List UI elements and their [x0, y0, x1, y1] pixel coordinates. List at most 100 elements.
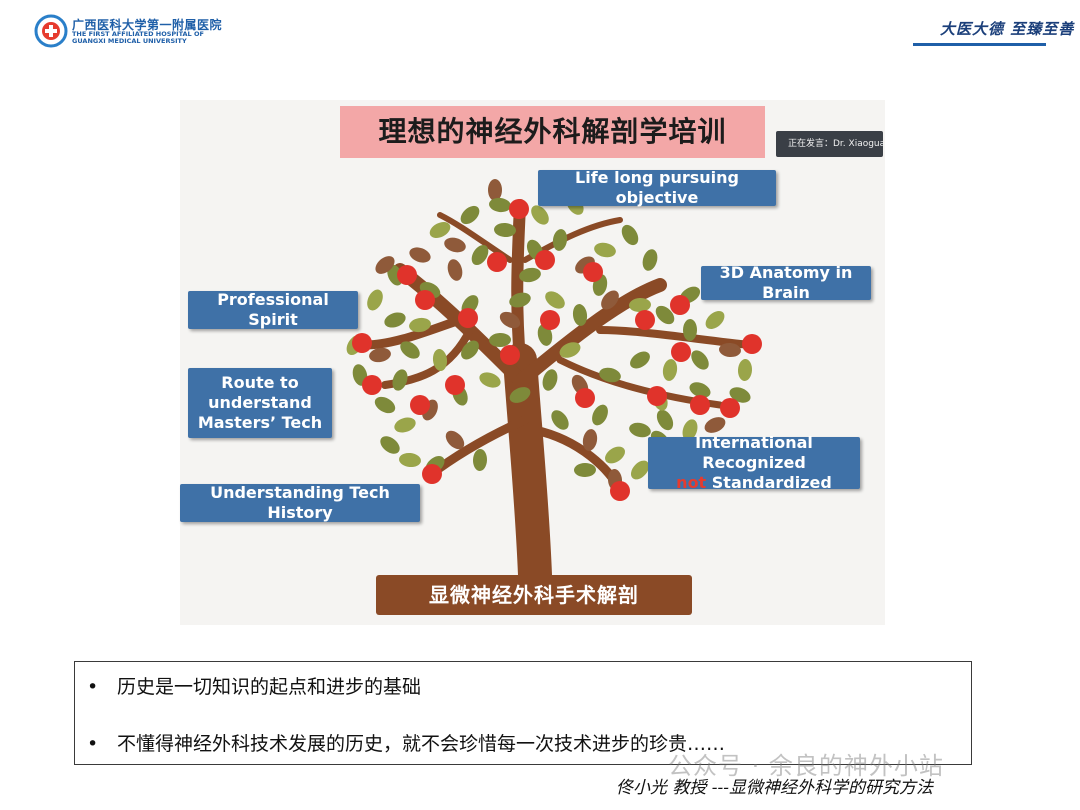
tree-leaf — [488, 179, 502, 201]
tree-leaf — [559, 342, 581, 358]
tree-apple — [362, 375, 382, 395]
tree-apple — [458, 308, 478, 328]
tree-leaf — [592, 404, 608, 426]
tree-leaf — [691, 350, 709, 370]
tree-leaf — [655, 305, 675, 325]
tree-apple — [670, 295, 690, 315]
author-credit: 佟小光 教授 ---显微神经外科学的研究方法 — [616, 778, 934, 798]
tree-leaf — [689, 382, 711, 398]
tree-leaf — [394, 417, 416, 433]
tree-leaf — [367, 289, 383, 311]
tree-leaf — [662, 359, 678, 381]
tree-leaf — [574, 462, 596, 478]
tree-leaf — [704, 417, 726, 433]
tree-leaf — [582, 429, 598, 451]
tree-leaf — [621, 224, 639, 246]
tree-leaf — [719, 342, 741, 358]
tree-apple — [720, 398, 740, 418]
tree-leaf — [656, 409, 674, 431]
tree-apple — [445, 375, 465, 395]
label-life-long-objective: Life long pursuing objective — [538, 168, 776, 207]
tree-apples — [352, 199, 762, 501]
tree-leaf — [545, 291, 565, 309]
tree-leaf — [630, 351, 650, 369]
tree-apple — [540, 310, 560, 330]
tree-leaf — [409, 247, 431, 263]
tree-leaf — [494, 222, 516, 238]
tree-leaf — [705, 310, 725, 330]
tree-leaf — [429, 222, 451, 238]
tree-leaf — [380, 436, 400, 454]
tree-leaf — [682, 319, 698, 341]
tree-leaf — [384, 312, 406, 328]
tree-leaf — [472, 449, 488, 471]
tree-leaf — [551, 410, 569, 430]
tree-apple — [583, 262, 603, 282]
tree-leaf — [445, 430, 465, 450]
tree-leaf — [374, 396, 396, 414]
tree-apple — [647, 386, 667, 406]
tree-apple — [422, 464, 442, 484]
label-understanding-tech-history: Understanding Tech History — [180, 483, 420, 522]
header-divider — [913, 43, 1046, 46]
bullet: • — [87, 676, 99, 698]
figure-title: 理想的神经外科解剖学培训 — [340, 106, 765, 158]
tree-leaf — [572, 304, 588, 326]
tree-leaf — [392, 369, 408, 391]
hospital-name-cn: 广西医科大学第一附属医院 — [72, 18, 223, 32]
label-3d-anatomy: 3D Anatomy in Brain — [701, 263, 871, 302]
tree-apple — [575, 388, 595, 408]
tree-leaf — [729, 387, 751, 403]
tree-leaf — [629, 422, 651, 438]
tree-leaf — [375, 256, 395, 274]
label-route-to-masters-tech: Route to understand Masters’ Tech — [188, 368, 332, 438]
hospital-name-en: THE FIRST AFFILIATED HOSPITAL OF GUANGXI… — [72, 30, 204, 45]
tree-leaf — [461, 340, 479, 360]
note-item: •不懂得神经外科技术发展的历史，就不会珍惜每一次技术进步的珍贵…… — [87, 733, 726, 755]
tree-leaf — [629, 297, 651, 313]
tree-apple — [352, 333, 372, 353]
tree-leaf — [737, 359, 753, 381]
tree-apple — [671, 342, 691, 362]
tree-leaf — [642, 249, 658, 271]
tree-leaf — [509, 387, 531, 403]
tree-leaf — [531, 205, 549, 225]
tree-leaf — [499, 311, 521, 329]
tree-leaf — [542, 369, 558, 391]
tree-apple — [397, 265, 417, 285]
tree-apple — [742, 334, 762, 354]
hospital-motto: 大医大德 至臻至善 — [940, 20, 1075, 38]
speaker-indicator: 正在发言：Dr. Xiaogua — [776, 131, 883, 157]
tree-leaf — [447, 259, 463, 281]
tree-leaf — [509, 292, 531, 308]
tree-leaf — [432, 349, 448, 371]
tree-leaf — [601, 290, 619, 310]
tree-apple — [635, 310, 655, 330]
tree-leaf — [489, 332, 511, 348]
tree-leaf — [605, 446, 625, 464]
tree-leaf — [399, 452, 421, 468]
hospital-logo-icon — [34, 14, 68, 48]
label-international-recognized: International Recognized not Standardize… — [648, 433, 860, 492]
tree-base-label: 显微神经外科手术解剖 — [376, 575, 692, 615]
tree-leaf — [471, 244, 489, 266]
notes-box: •历史是一切知识的起点和进步的基础 •不懂得神经外科技术发展的历史，就不会珍惜每… — [74, 661, 972, 765]
tree-leaf — [682, 419, 698, 441]
tree-leaf — [369, 347, 391, 363]
tree-leaf — [444, 237, 466, 253]
label-professional-spirit: Professional Spirit — [188, 290, 358, 329]
not-emphasis: not — [676, 473, 707, 492]
tree-leaf — [599, 367, 621, 383]
tree-apple — [509, 199, 529, 219]
note-item: •历史是一切知识的起点和进步的基础 — [87, 676, 422, 698]
knowledge-tree-illustration — [346, 179, 762, 592]
tree-leaf — [489, 197, 511, 213]
bullet: • — [87, 733, 99, 755]
tree-apple — [610, 481, 630, 501]
tree-apple — [410, 395, 430, 415]
tree-apple — [500, 345, 520, 365]
tree-apple — [535, 250, 555, 270]
tree-leaf — [400, 341, 420, 359]
tree-apple — [415, 290, 435, 310]
